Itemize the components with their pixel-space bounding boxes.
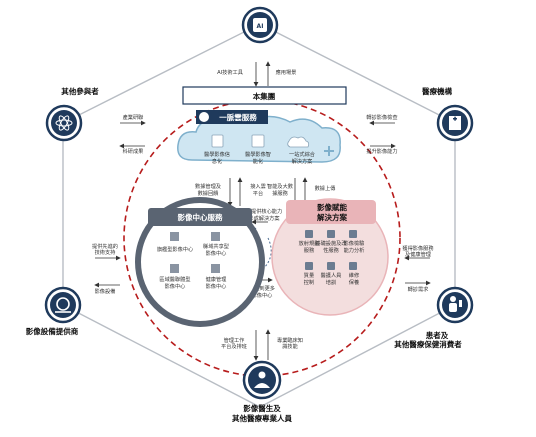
cloud-item-label: 醫學影像智 bbox=[245, 150, 271, 158]
imaging-center-item: 區域醫聯體型 bbox=[159, 275, 190, 283]
cloud-item-label: 能化 bbox=[253, 157, 263, 165]
imaging-center-item: 影像中心 bbox=[165, 282, 186, 290]
hospital-icon bbox=[449, 116, 461, 130]
node-participants: 其他參與者 bbox=[45, 86, 99, 142]
flow-label: 平台 bbox=[253, 189, 263, 197]
solution-item: 質量 bbox=[304, 271, 314, 279]
flow-label: 形成解決方案 bbox=[248, 214, 280, 222]
flow-label: 據服務 bbox=[272, 189, 288, 197]
edge-label: 轉診影像檢查 bbox=[366, 113, 397, 121]
imaging-center-title: 影像中心服務 bbox=[178, 212, 223, 222]
imaging-center-item: 影像中心 bbox=[206, 282, 227, 290]
node-equipment-providers: 影像設備提供商 bbox=[26, 286, 82, 336]
flow-label: 數據管理及 bbox=[195, 182, 221, 190]
solution-item: 性服務 bbox=[323, 246, 339, 254]
solution-item: 影像檢驗 bbox=[344, 239, 365, 247]
cloud-item-label: 醫學影像信 bbox=[204, 150, 230, 158]
edge-label: 平台及排班 bbox=[221, 342, 247, 350]
solution-item: 保養 bbox=[349, 278, 359, 286]
edge-label: 科研成果 bbox=[123, 147, 144, 155]
ai-chip-icon bbox=[253, 18, 267, 32]
node-medical-institutions: 醫療機構 bbox=[422, 86, 474, 142]
solution-icons bbox=[305, 230, 357, 270]
imaging-center-item: 旗艦型影像中心 bbox=[157, 245, 193, 253]
node-patients: 患者及 其他醫療保健消費者 bbox=[394, 286, 474, 349]
imaging-center-item: 縣域共享型 bbox=[203, 242, 229, 250]
cloud-service-panel: 一脈雲服務 醫學影像信 息化 醫學影像智 能化 一站式綜合 解決方案 bbox=[177, 110, 341, 165]
group-header: 本集團 bbox=[182, 86, 347, 105]
cloud-title: 一脈雲服務 bbox=[219, 112, 257, 122]
solution-item: 服務 bbox=[304, 246, 315, 254]
solutions-title: 影像賦能 bbox=[317, 202, 347, 212]
imaging-center-item: 健康管理 bbox=[206, 275, 228, 283]
doctor-icon bbox=[254, 371, 270, 388]
node-label: 其他參與者 bbox=[61, 86, 99, 96]
solution-item: 基礎設施及改 bbox=[315, 239, 347, 247]
imaging-center-circle: 影像中心服務 旗艦型影像中心 縣域共享型 影像中心 區域醫聯體型 影像中心 健康… bbox=[135, 197, 265, 327]
node-ai: AI bbox=[241, 6, 279, 44]
flow-label: 數據上傳 bbox=[315, 184, 337, 192]
edge-label: 管理工作 bbox=[224, 336, 245, 344]
node-label: 其他醫療保健消費者 bbox=[394, 339, 462, 349]
node-label: 醫療機構 bbox=[422, 86, 452, 96]
edge-label: 提升影像能力 bbox=[366, 147, 397, 155]
edge-label: 影像設備 bbox=[95, 287, 116, 295]
node-label: 影像醫生及 bbox=[243, 403, 281, 413]
flow-label: 影像中心 bbox=[252, 291, 273, 299]
flow-label: 智能及大數 bbox=[267, 182, 293, 190]
solution-item: 能力分析 bbox=[344, 246, 365, 254]
cycle-dots bbox=[250, 227, 272, 269]
plus-icon bbox=[324, 146, 334, 156]
edge-label: 識技能 bbox=[282, 342, 298, 350]
svg-text:AI: AI bbox=[257, 23, 264, 30]
node-label: 患者及 bbox=[426, 330, 449, 340]
atom-icon bbox=[55, 115, 73, 131]
edge-label: 提供先進的 bbox=[92, 242, 118, 250]
flow-label: 接入雲 bbox=[250, 182, 266, 190]
cloud-item-icons bbox=[211, 134, 310, 148]
solution-item: 醫護人員 bbox=[321, 271, 342, 279]
flow-label: 數據回饋 bbox=[198, 189, 220, 197]
imaging-center-icons bbox=[170, 232, 220, 273]
cloud-item-label: 一站式綜合 bbox=[289, 150, 316, 158]
solution-item: 控制 bbox=[304, 278, 314, 286]
solution-item: 放射規劃 bbox=[299, 239, 320, 247]
scanner-icon bbox=[55, 297, 71, 313]
edge-label: 應用場景 bbox=[276, 68, 297, 76]
cloud-item-label: 解決方案 bbox=[292, 157, 314, 165]
solution-item: 維修 bbox=[349, 271, 360, 279]
edge-label: 轉診需求 bbox=[408, 285, 430, 293]
node-label: 其他醫療專業人員 bbox=[232, 413, 292, 423]
node-label: 影像設備提供商 bbox=[26, 326, 79, 336]
edge-label: AI技術工具 bbox=[217, 68, 243, 76]
node-doctors: 影像醫生及 其他醫療專業人員 bbox=[232, 360, 292, 423]
edge-label: 產業研聯 bbox=[123, 113, 144, 121]
solutions-title: 解決方案 bbox=[317, 212, 347, 222]
patient-icon bbox=[449, 296, 462, 312]
flow-label: 複製到更多 bbox=[249, 284, 275, 292]
imaging-center-item: 影像中心 bbox=[206, 249, 227, 257]
flow-label: 能提供核心能力 bbox=[246, 207, 282, 215]
cloud-server-icon bbox=[199, 112, 209, 122]
edge-label: 專業臨床知 bbox=[277, 336, 303, 344]
solutions-circle: 影像賦能 解決方案 放射規劃 服務 基礎設施及改 性服務 影像檢驗 能力分析 質… bbox=[271, 198, 389, 316]
edge-label: 獲得影像服務 bbox=[402, 244, 434, 252]
edge-label: 技術支持 bbox=[95, 248, 116, 256]
group-title: 本集團 bbox=[252, 91, 276, 101]
cloud-item-label: 息化 bbox=[212, 157, 222, 165]
solution-item: 培訓 bbox=[326, 278, 336, 286]
edge-arrows bbox=[94, 61, 431, 361]
edge-label: 及健康管理 bbox=[405, 250, 432, 258]
